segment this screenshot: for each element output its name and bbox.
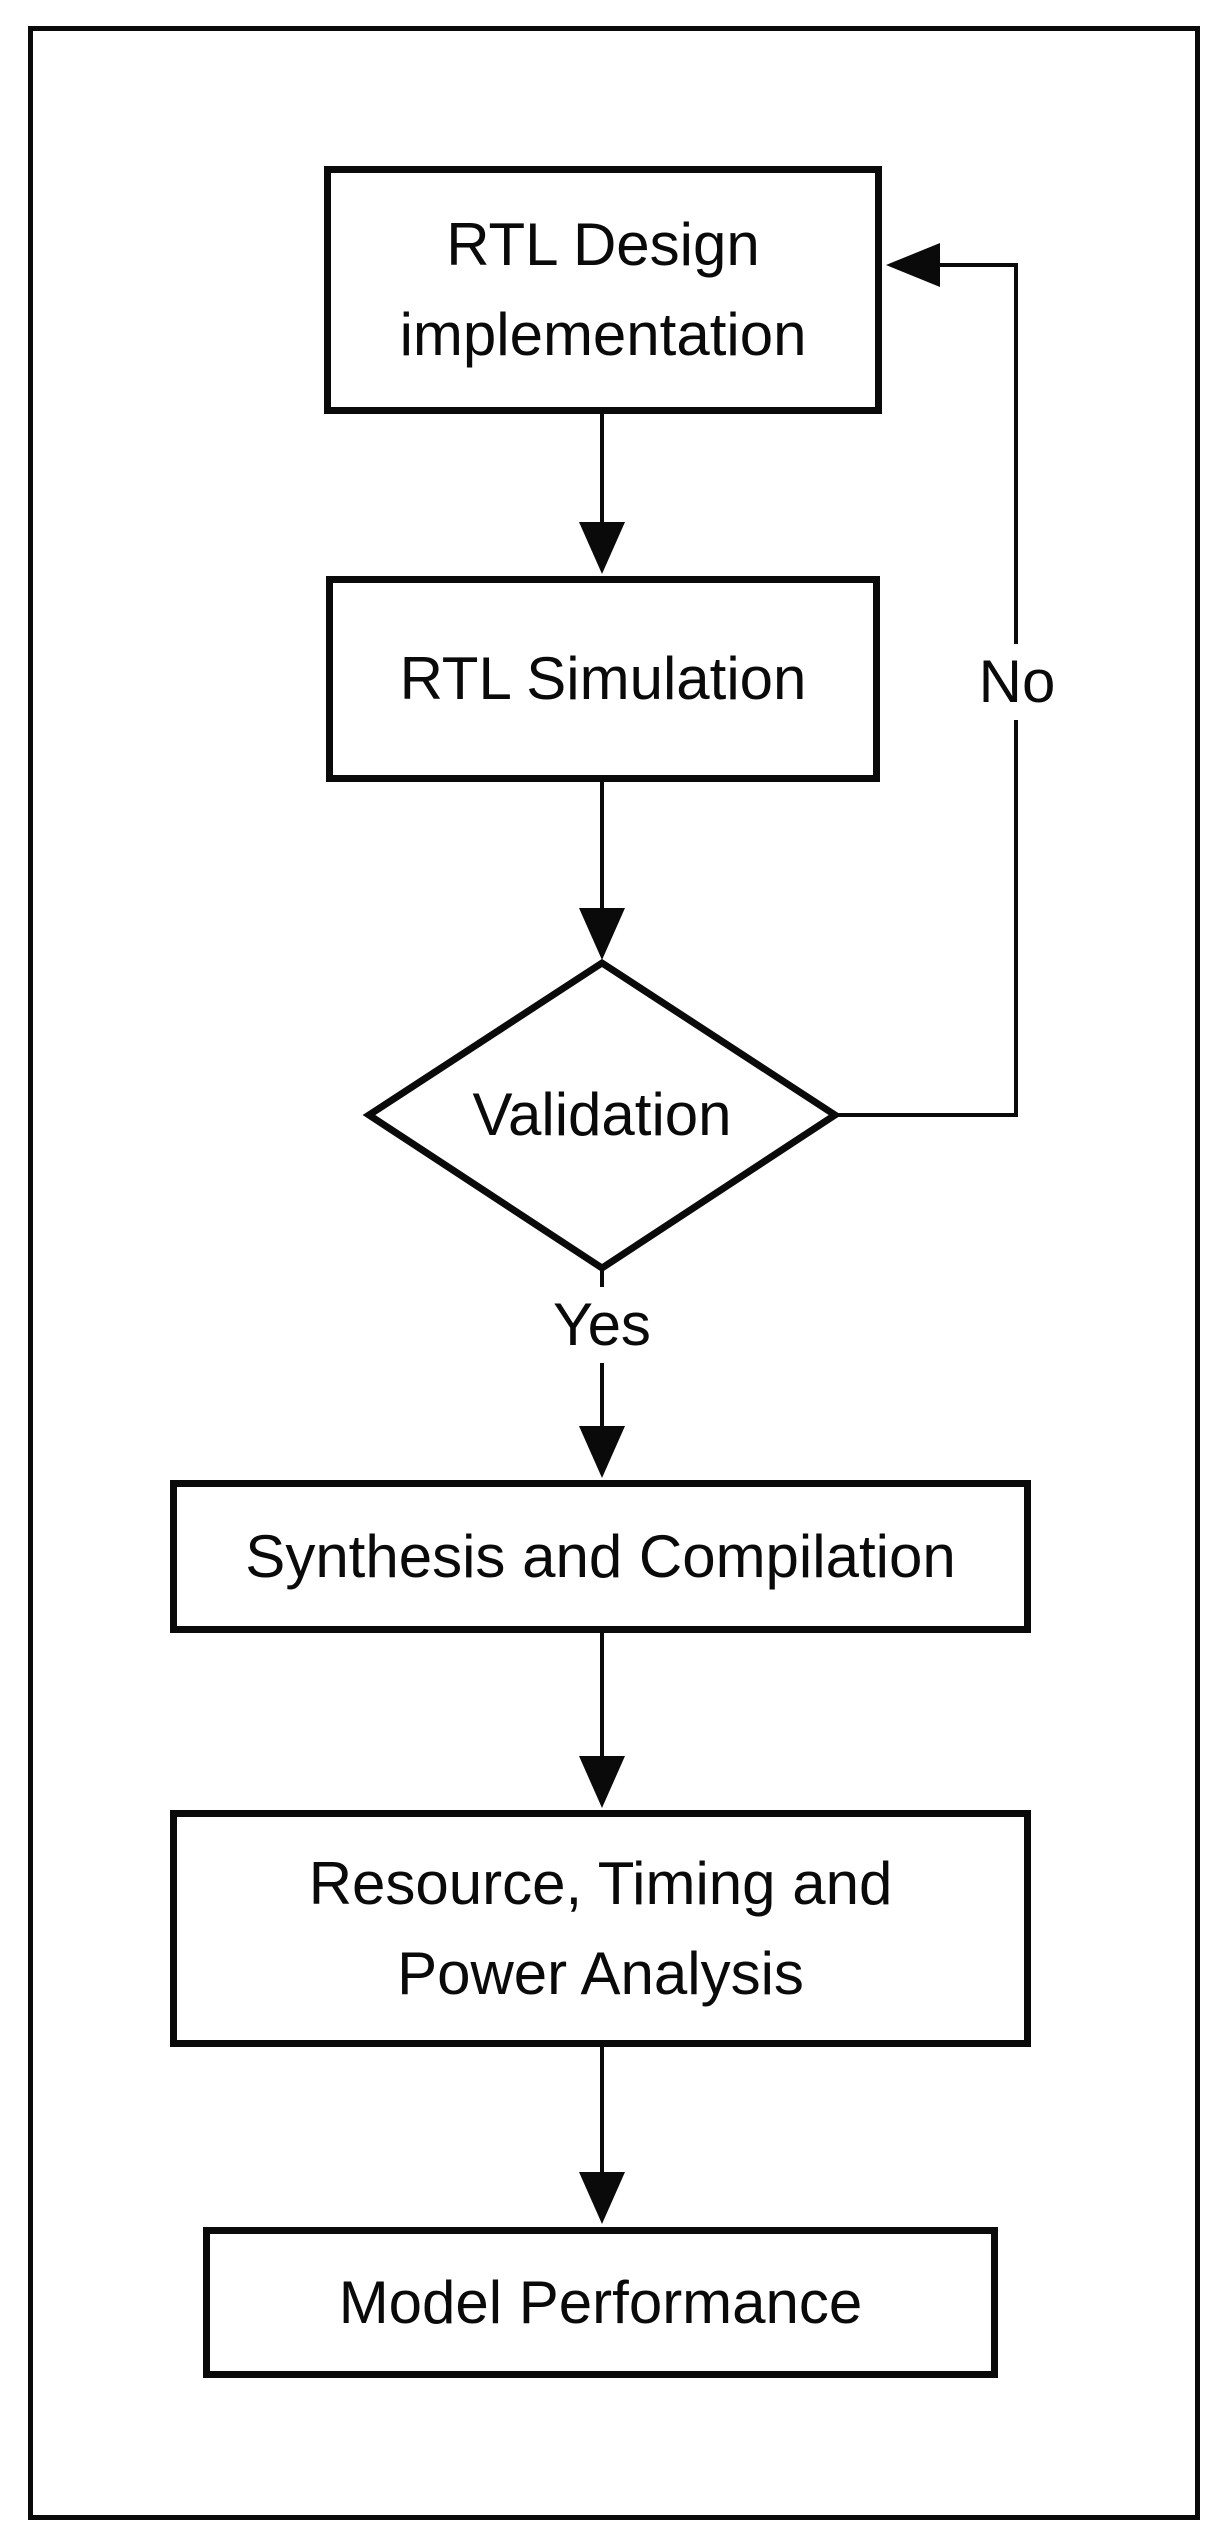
node-rtl-simulation-label: RTL Simulation <box>399 645 807 712</box>
node-analysis-label: Resource, Timing and Power Analysis <box>308 1849 893 2007</box>
arrowhead-synthesis-to-analysis <box>579 1756 625 1808</box>
node-model-performance: Model Performance <box>203 2227 998 2378</box>
node-rtl-design-label: RTL Design implementation <box>399 211 807 368</box>
branch-label-yes: Yes <box>541 1287 663 1363</box>
outer-frame <box>28 26 1200 2520</box>
branch-label-no: No <box>966 644 1068 720</box>
node-rtl-design: RTL Design implementation <box>324 166 882 414</box>
node-rtl-simulation: RTL Simulation <box>326 576 880 782</box>
node-analysis: Resource, Timing and Power Analysis <box>170 1810 1031 2047</box>
node-validation-label: Validation <box>472 1081 732 1148</box>
arrowhead-validation-to-synthesis <box>579 1426 625 1478</box>
arrowhead-simulation-to-validation <box>579 908 625 960</box>
node-synthesis: Synthesis and Compilation <box>170 1480 1031 1633</box>
arrowhead-no-loop-to-design <box>886 243 940 287</box>
arrowhead-design-to-simulation <box>579 522 625 574</box>
node-model-performance-label: Model Performance <box>338 2268 863 2336</box>
arrowhead-analysis-to-performance <box>579 2172 625 2224</box>
node-synthesis-label: Synthesis and Compilation <box>245 1522 956 1590</box>
